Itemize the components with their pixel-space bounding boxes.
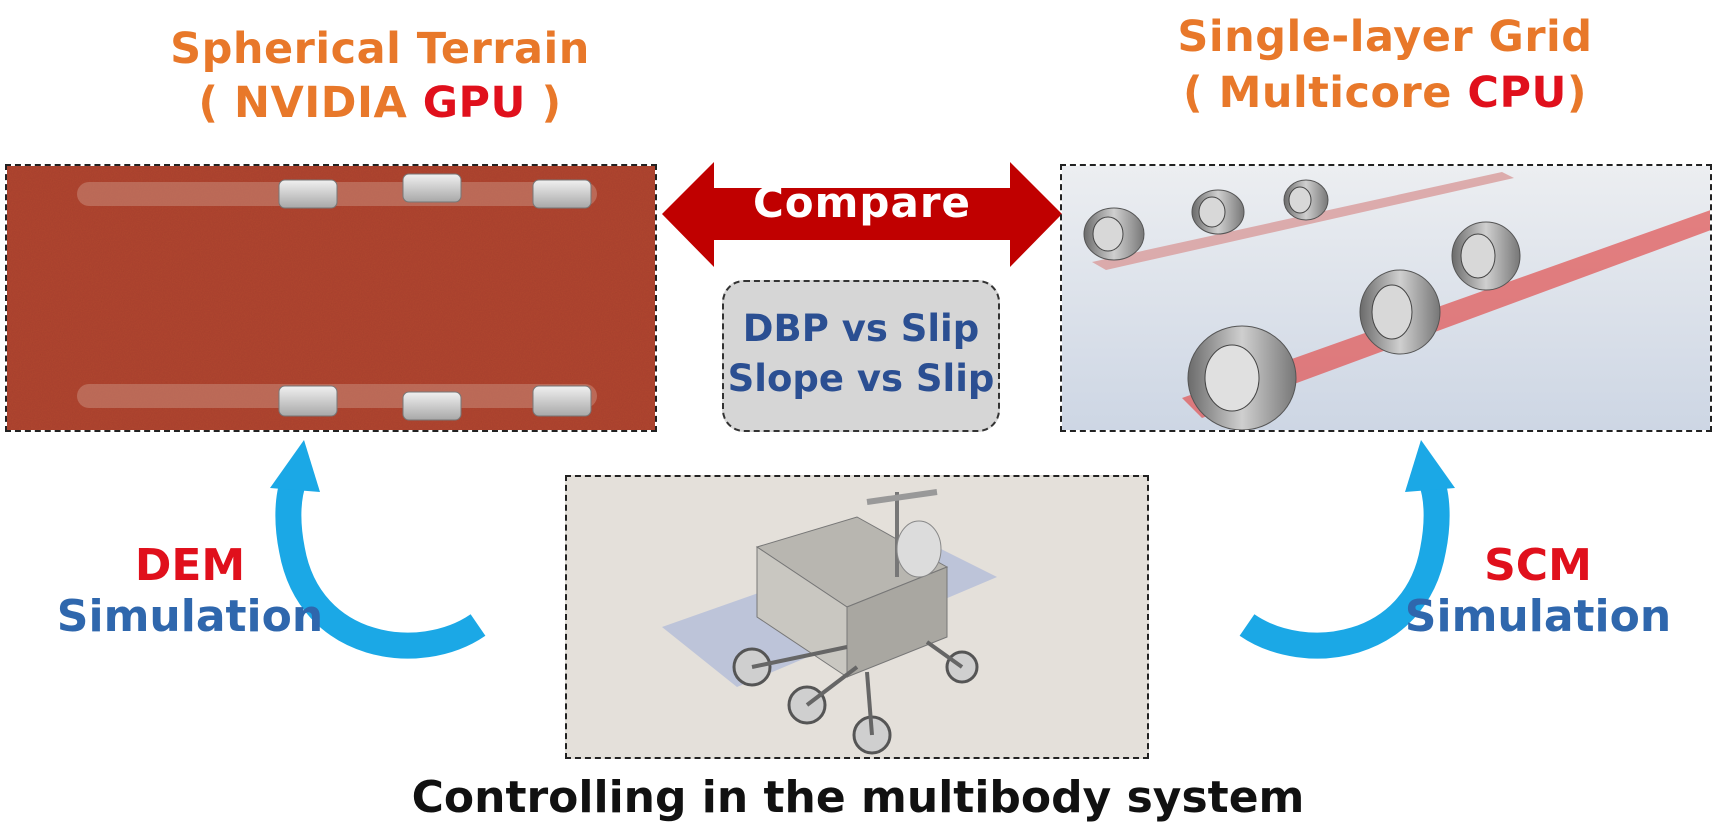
wheel-icon <box>1359 269 1441 355</box>
bottom-caption: Controlling in the multibody system <box>411 772 1305 823</box>
wheel-icon <box>278 179 338 209</box>
metric-slope-vs-slip: Slope vs Slip <box>727 357 995 400</box>
wheel-icon <box>1283 179 1329 221</box>
right-title-line1: Single-layer Grid <box>1177 12 1593 62</box>
right-title: Single-layer Grid ( Multicore CPU) <box>1145 12 1625 118</box>
dem-curved-arrow-icon <box>270 440 486 659</box>
compare-label: Compare <box>752 178 972 227</box>
gpu-label: GPU <box>422 78 526 128</box>
scm-simulation-text: Simulation <box>1404 591 1672 642</box>
dem-simulation-label: DEM Simulation <box>50 540 330 642</box>
wheel-icon <box>532 179 592 209</box>
rover-model-image <box>567 477 1147 757</box>
wheel-icon <box>1191 189 1245 235</box>
right-title-line2: ( Multicore CPU) <box>1182 68 1588 118</box>
dem-terrain-image <box>7 166 655 430</box>
cpu-label: CPU <box>1467 68 1567 118</box>
left-title-line2: ( NVIDIA GPU ) <box>198 78 562 128</box>
scm-curved-arrow-icon <box>1239 440 1455 659</box>
wheel-icon <box>278 385 338 417</box>
wheel-icon <box>402 391 462 421</box>
scm-grid-panel <box>1060 164 1712 432</box>
scm-method: SCM <box>1484 540 1592 591</box>
wheel-icon <box>1083 207 1145 261</box>
dem-terrain-panel <box>5 164 657 432</box>
wheel-icon <box>1451 221 1521 291</box>
scm-grid-image <box>1062 166 1710 430</box>
left-title: Spherical Terrain ( NVIDIA GPU ) <box>140 24 620 128</box>
dem-simulation-text: Simulation <box>56 591 324 642</box>
metric-dbp-vs-slip: DBP vs Slip <box>742 307 980 350</box>
compare-arrow-icon <box>662 162 1062 267</box>
rover-multibody-panel <box>565 475 1149 759</box>
scm-simulation-label: SCM Simulation <box>1398 540 1678 642</box>
wheel-icon <box>532 385 592 417</box>
left-title-line1: Spherical Terrain <box>170 24 590 74</box>
wheel-icon <box>402 173 462 203</box>
dem-method: DEM <box>134 540 246 591</box>
wheel-icon <box>1187 325 1297 430</box>
metrics-box: DBP vs Slip Slope vs Slip <box>722 280 1000 432</box>
